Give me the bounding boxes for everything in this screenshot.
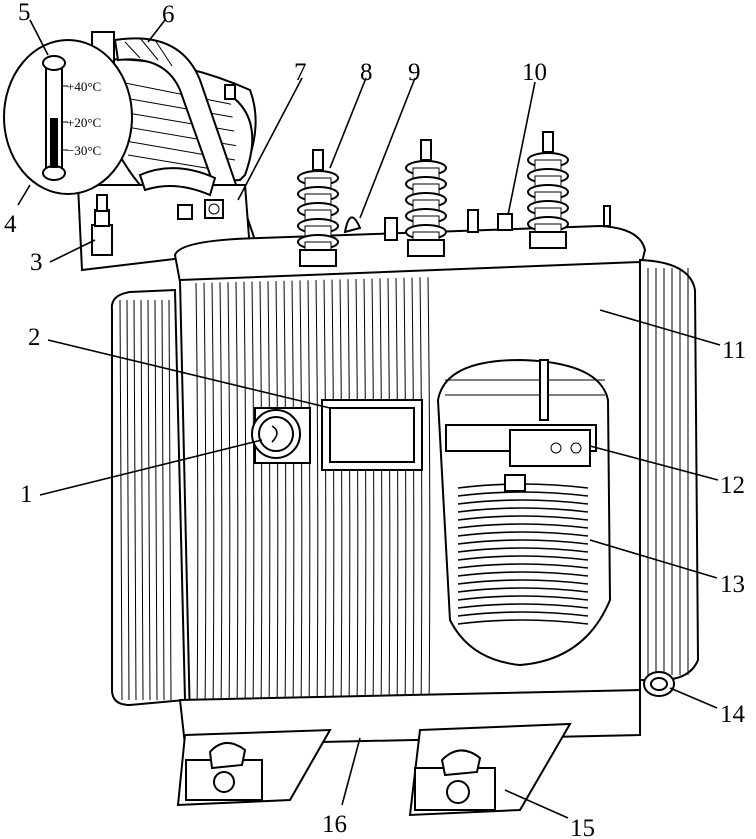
radiator-fin xyxy=(427,277,431,714)
radiator-fin xyxy=(363,278,367,715)
radiator-fin xyxy=(275,280,279,717)
hv-bushings xyxy=(297,131,569,267)
radiator-fin xyxy=(119,299,123,701)
radiator-fin xyxy=(243,281,247,718)
coil-turn xyxy=(457,531,589,537)
radiator-fin xyxy=(371,278,375,715)
base-skid-right xyxy=(408,722,572,817)
hv-bushing xyxy=(297,149,339,267)
radiator-fin xyxy=(291,280,295,717)
radiator-fin xyxy=(267,281,271,717)
radiator-fin xyxy=(411,277,415,714)
radiator-fin xyxy=(235,281,239,718)
radiator-fin xyxy=(387,278,391,715)
radiator-fin xyxy=(331,279,335,716)
radiator-fin xyxy=(195,282,199,719)
radiator-fin xyxy=(307,280,311,716)
callout-13: 13 xyxy=(720,571,745,598)
nameplate xyxy=(321,399,423,471)
coil-turn xyxy=(457,555,589,561)
bushing-terminal xyxy=(312,149,324,171)
radiator-fin xyxy=(161,299,165,701)
radiator-fin xyxy=(126,299,130,701)
radiator-fin xyxy=(419,277,423,714)
radiator-fin xyxy=(315,279,319,716)
radiator-fin xyxy=(168,299,172,701)
callout-1: 1 xyxy=(20,481,33,508)
radiator-fin xyxy=(211,282,215,718)
coil-turn xyxy=(457,603,589,609)
coil-turn xyxy=(457,619,589,625)
radiator-fin xyxy=(379,278,383,715)
radiator-fin xyxy=(283,280,287,717)
radiator-fin xyxy=(355,278,359,716)
callout-7: 7 xyxy=(294,59,307,86)
radiator-fin xyxy=(339,279,343,716)
coil-turn xyxy=(457,499,589,505)
callout-numbers: 1 2 3 4 5 6 7 8 9 10 11 12 13 14 15 16 xyxy=(4,0,746,839)
thermometer-tick-20: +20°C xyxy=(67,115,101,130)
bushing-base xyxy=(407,239,445,257)
radiator-fin xyxy=(259,281,263,717)
coil-turn xyxy=(457,539,589,545)
coil-turn xyxy=(457,547,589,553)
hv-bushing xyxy=(405,139,447,257)
oil-temperature-gauge xyxy=(251,407,311,464)
coil-turn xyxy=(457,571,589,577)
coil-turn xyxy=(457,515,589,521)
radiator-fin xyxy=(133,299,137,701)
thermometer-tick-40: +40°C xyxy=(67,79,101,94)
coil-turn xyxy=(457,595,589,601)
callout-8: 8 xyxy=(360,59,373,86)
callout-11: 11 xyxy=(722,337,746,364)
top-fittings xyxy=(343,205,611,241)
callout-9: 9 xyxy=(408,59,421,86)
bushing-terminal xyxy=(542,131,554,153)
coil-turn xyxy=(457,507,589,513)
bushing-base xyxy=(299,249,337,267)
thermometer-tick-minus30: −30°C xyxy=(67,143,101,158)
callout-14: 14 xyxy=(720,701,746,728)
radiator-fins xyxy=(119,268,689,719)
small-bushing xyxy=(91,194,113,256)
radiator-fin xyxy=(251,281,255,717)
radiator-fin xyxy=(347,279,351,716)
thermometer-inset: +40°C +20°C −30°C xyxy=(3,39,133,195)
radiator-fin xyxy=(227,282,231,718)
radiator-fin xyxy=(140,299,144,701)
callout-4: 4 xyxy=(4,211,17,238)
leader-lines xyxy=(17,19,721,819)
callout-3: 3 xyxy=(30,249,43,276)
callout-16: 16 xyxy=(322,811,347,838)
coil-turn xyxy=(457,587,589,593)
bushing-terminal xyxy=(420,139,432,161)
radiator-fin xyxy=(395,277,399,715)
coil-turn xyxy=(457,579,589,585)
bushing-base xyxy=(529,231,567,249)
lifting-lug xyxy=(643,671,675,697)
coil-turn xyxy=(457,611,589,617)
hv-bushing xyxy=(527,131,569,249)
callout-10: 10 xyxy=(522,59,547,86)
coil-turn xyxy=(457,563,589,569)
radiator-fin xyxy=(403,277,407,715)
radiator-fin xyxy=(323,279,327,716)
callout-15: 15 xyxy=(570,815,595,839)
base-skid-left xyxy=(176,728,332,807)
cutaway-interior xyxy=(436,358,612,667)
callout-6: 6 xyxy=(162,1,175,28)
radiator-fin xyxy=(147,299,151,701)
radiator-fin xyxy=(203,282,207,718)
callout-12: 12 xyxy=(720,472,745,499)
radiator-fin xyxy=(219,282,223,718)
coil-turn xyxy=(457,523,589,529)
callout-2: 2 xyxy=(28,324,41,351)
radiator-fin xyxy=(299,280,303,717)
tank-body xyxy=(110,224,700,747)
callout-5: 5 xyxy=(18,0,31,26)
